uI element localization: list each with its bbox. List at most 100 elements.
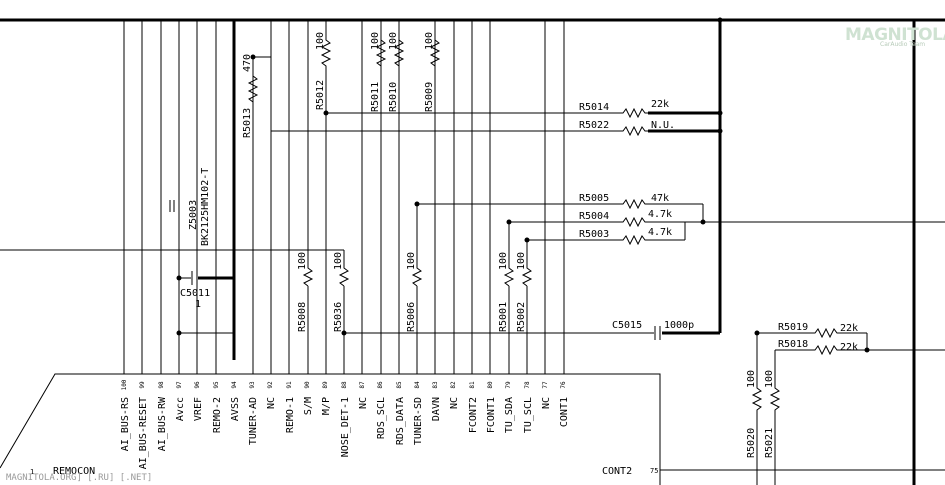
cont2-label: CONT2 [602, 466, 632, 477]
r5021-symbol [769, 385, 781, 413]
ic-pin-name: AVSS [230, 397, 241, 421]
r5013-ref: R5013 [242, 108, 253, 138]
r5005-ref: R5005 [579, 193, 609, 204]
r5021-value: 100 [764, 370, 775, 388]
ic-pin-number: 97 [176, 381, 183, 389]
ic-pin-name: TU_SDA [504, 397, 515, 433]
ic-pin-number: 83 [432, 381, 439, 389]
ic-pin-number: 96 [194, 381, 201, 389]
r5020-symbol [751, 385, 763, 413]
ic-pin-number: 87 [359, 381, 366, 389]
ic-pin-name: NC [266, 397, 277, 409]
ic-pin-number: 95 [213, 381, 220, 389]
r5005-symbol [620, 198, 648, 210]
ic-pin-number: 85 [396, 381, 403, 389]
r5003-ref: R5003 [579, 229, 609, 240]
ic-pin-number: 91 [286, 381, 293, 389]
ic-pin-number: 78 [524, 381, 531, 389]
ic-pin-name: REMO-2 [212, 397, 223, 433]
r5012-ref: R5012 [315, 80, 326, 110]
r5011-symbol [375, 28, 387, 74]
r5002-ref: R5002 [516, 302, 527, 332]
r5010-symbol [393, 28, 405, 74]
cont2-pin-number: 75 [650, 467, 658, 475]
ic-pin-name: REMO-1 [285, 397, 296, 433]
r5018-value: 22k [840, 342, 858, 353]
ic-name: REMOCON [53, 466, 95, 477]
r5008-symbol [302, 266, 314, 287]
r5005-value: 47k [651, 193, 669, 204]
r5020-ref: R5020 [746, 428, 757, 458]
ic-pin-name: VREF [193, 397, 204, 421]
watermark-brand: MAGNITOLA [845, 25, 945, 45]
c5011-value: 1 [195, 299, 201, 310]
ic-pin-name: CONT1 [559, 397, 570, 427]
ic-pin-number: 92 [267, 381, 274, 389]
r5019-symbol [812, 327, 840, 339]
r5011-value: 100 [370, 32, 381, 50]
r5014-symbol [620, 107, 648, 119]
ic-pin-name: TUNER-AD [248, 397, 259, 445]
ic-pin-number: 81 [469, 381, 476, 389]
r5019-value: 22k [840, 323, 858, 334]
ic-pin-number: 98 [158, 381, 165, 389]
ic-pin-name: NOSE_DET-1 [340, 397, 351, 457]
r5004-ref: R5004 [579, 211, 609, 222]
ic-pin-name: M/P [321, 397, 332, 415]
ic-pin-name: DAVN [431, 397, 442, 421]
r5008-value: 100 [297, 252, 308, 270]
r5021-ref: R5021 [764, 428, 775, 458]
ic-body [0, 373, 661, 485]
r5008-ref: R5008 [297, 302, 308, 332]
ic-pin-number: 84 [414, 381, 421, 389]
r5010-ref: R5010 [388, 82, 399, 112]
ic-pin-number: 79 [505, 381, 512, 389]
r5003-symbol [620, 234, 648, 246]
capacitor-symbols [191, 271, 661, 340]
r5014-ref: R5014 [579, 102, 609, 113]
ic-pin-number: 90 [304, 381, 311, 389]
r5009-symbol [429, 28, 441, 74]
ic-pin-number: 88 [341, 381, 348, 389]
ic-pin-number: 100 [121, 379, 128, 390]
watermark-footer: MAGNITOLA.ORG] [.RU] [.NET] [6, 473, 152, 483]
r5036-value: 100 [333, 252, 344, 270]
r5018-ref: R5018 [778, 339, 808, 350]
ic-pin-name: AI_BUS-RESET [138, 397, 149, 469]
r5009-value: 100 [424, 32, 435, 50]
ic-pin-name: Avcc [175, 397, 186, 421]
r5022-ref: R5022 [579, 120, 609, 131]
z5003-part: BK2125HM102-T [200, 168, 211, 246]
r5003-value: 4.7k [648, 227, 672, 238]
r5013-value: 470 [242, 54, 253, 72]
c5011-ref: C5011 [180, 288, 210, 299]
component-labels: R5013 470 R5012 100 R5011 100 R5010 100 … [180, 32, 858, 458]
ic-pin-number: 82 [450, 381, 457, 389]
ic-pin-name: FCONT2 [468, 397, 479, 433]
r5002-value: 100 [516, 252, 527, 270]
r5014-value: 22k [651, 99, 669, 110]
ic-pin-name: S/M [303, 397, 314, 415]
ic-pin-number: 80 [487, 381, 494, 389]
ic-pin-name: AI_BUS-RS [120, 397, 131, 451]
ic-pin-number: 94 [231, 381, 238, 389]
r5001-ref: R5001 [498, 302, 509, 332]
r5001-value: 100 [498, 252, 509, 270]
ic-pin-name: NC [449, 397, 460, 409]
z5003-ref: Z5003 [188, 200, 199, 230]
ic-pin-number: 99 [139, 381, 146, 389]
ic-pin-name: AI_BUS-RW [157, 396, 168, 451]
ic-pin-number: 86 [377, 381, 384, 389]
r5011-ref: R5011 [370, 82, 381, 112]
r5010-value: 100 [388, 32, 399, 50]
r5004-value: 4.7k [648, 209, 672, 220]
r5006-value: 100 [406, 252, 417, 270]
ic-left-pin-number: 1 [30, 468, 34, 476]
r5036-ref: R5036 [333, 302, 344, 332]
r5036-symbol [338, 266, 350, 287]
r5020-value: 100 [746, 370, 757, 388]
r5012-value: 100 [315, 32, 326, 50]
